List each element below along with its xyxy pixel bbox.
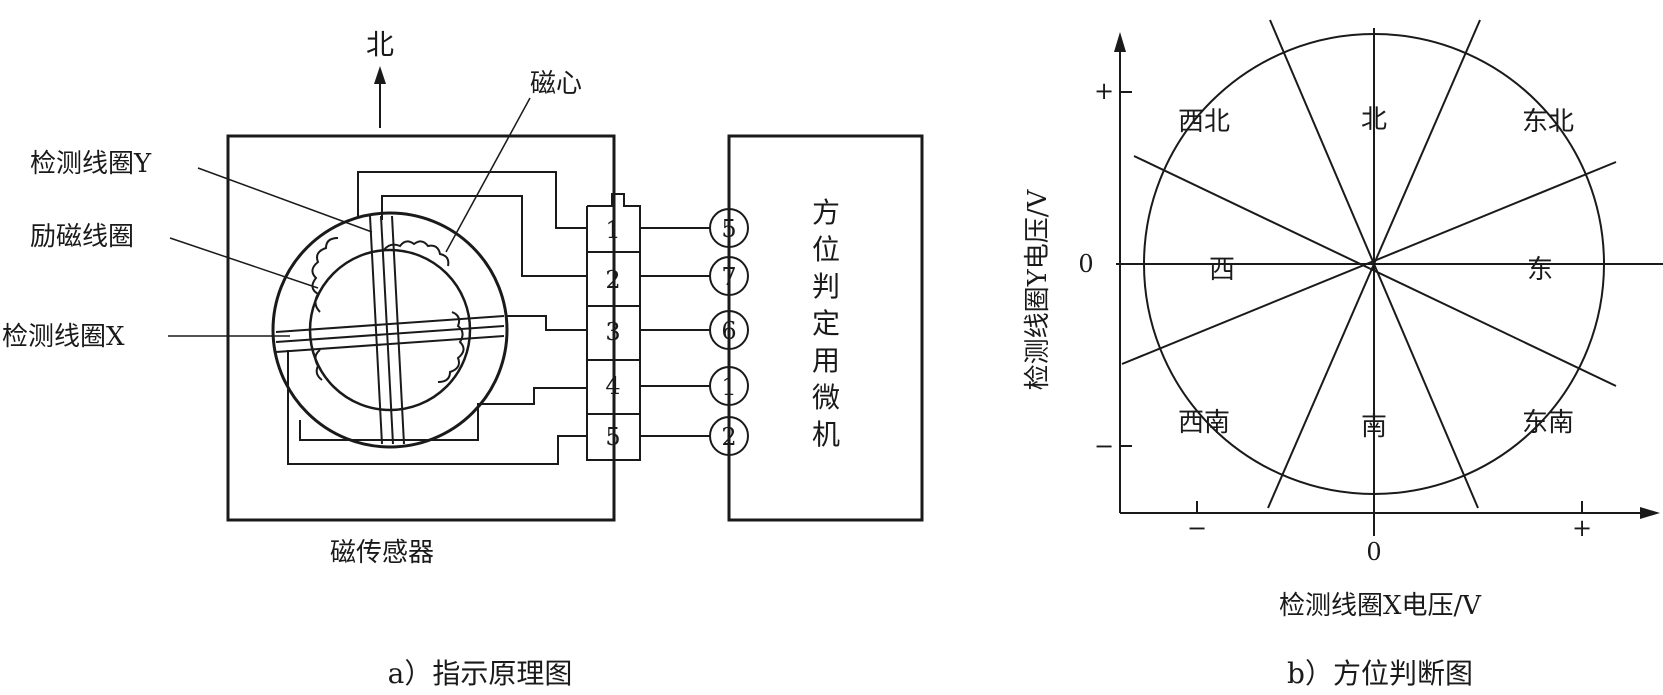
direction-south: 南	[1361, 412, 1387, 442]
micro-computer-label: 方 位 判 定 用 微 机	[812, 196, 840, 451]
connector-strip	[586, 193, 641, 461]
x-tick-minus: −	[1187, 514, 1207, 542]
svg-text:微: 微	[812, 381, 840, 414]
direction-northwest: 西北	[1178, 107, 1230, 137]
panel-b: 西北 北 东北 西 东 西南 南 东南 + 0 − − 0 + 检测线圈Y电压/…	[1023, 19, 1663, 690]
connector-pin: 2	[605, 266, 620, 294]
direction-east: 东	[1527, 255, 1553, 285]
svg-text:机: 机	[812, 418, 840, 451]
connector-pin: 4	[605, 372, 620, 400]
detection-coil-y	[369, 215, 405, 445]
connector-pin: 3	[605, 318, 620, 346]
micro-computer-box	[727, 134, 924, 522]
direction-southwest: 西南	[1178, 408, 1230, 438]
coil-wiring	[287, 171, 587, 465]
direction-southeast: 东南	[1522, 408, 1574, 438]
coil-x-label: 检测线圈X	[2, 322, 125, 352]
north-label: 北	[366, 28, 394, 61]
sector-lines	[1116, 19, 1663, 536]
svg-text:用: 用	[812, 344, 840, 377]
svg-text:方: 方	[812, 196, 840, 229]
connector-wires	[640, 227, 710, 437]
y-tick-zero: 0	[1078, 250, 1093, 278]
x-axis-label: 检测线圈X电压/V	[1279, 591, 1482, 621]
y-axis-label: 检测线圈Y电压/V	[1023, 188, 1053, 390]
svg-text:位: 位	[812, 233, 840, 266]
direction-north: 北	[1361, 105, 1387, 135]
svg-text:判: 判	[812, 270, 840, 303]
direction-west: 西	[1209, 255, 1235, 285]
sensor-label: 磁传感器	[330, 538, 434, 568]
detection-coil-x	[275, 315, 505, 353]
excitation-coil	[311, 237, 465, 383]
caption-a: a）指示原理图	[388, 657, 573, 690]
y-axis-arrow	[1114, 32, 1126, 52]
x-tick-zero: 0	[1366, 538, 1381, 566]
connector-pin: 1	[605, 216, 620, 244]
axis-ticks	[1120, 91, 1583, 513]
x-axis-arrow	[1640, 507, 1660, 519]
direction-northeast: 东北	[1522, 107, 1574, 137]
core-outer-ring	[271, 211, 509, 449]
panel-a: 北	[2, 28, 924, 690]
coil-y-label: 检测线圈Y	[30, 149, 152, 179]
excitation-coil-label: 励磁线圈	[30, 222, 134, 252]
caption-b: b）方位判断图	[1287, 657, 1473, 690]
x-tick-plus: +	[1572, 514, 1592, 542]
connector-pin: 5	[605, 423, 620, 451]
y-tick-minus: −	[1094, 432, 1114, 460]
north-arrow-head	[374, 66, 386, 84]
core-label: 磁心	[530, 69, 582, 99]
svg-text:定: 定	[812, 307, 840, 340]
sensor-box	[226, 134, 616, 522]
y-tick-plus: +	[1094, 77, 1114, 105]
leader-lines	[168, 97, 531, 337]
